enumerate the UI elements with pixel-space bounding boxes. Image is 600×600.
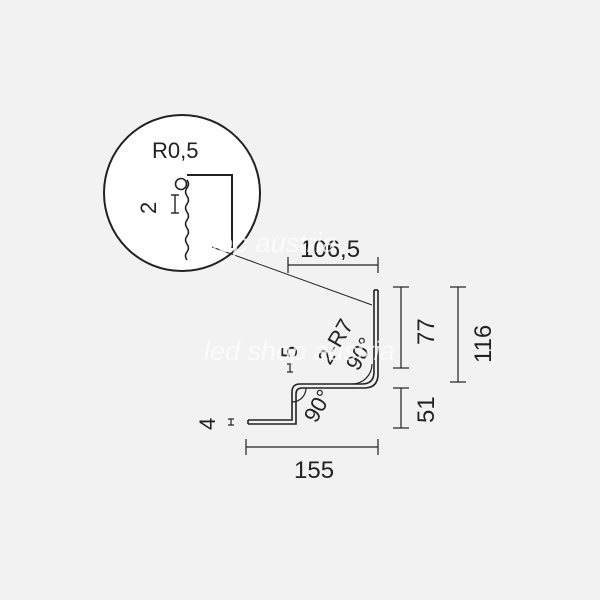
dim-step-5-label: 5 — [277, 346, 302, 358]
dim-top-width — [287, 257, 379, 273]
radius-marker — [174, 177, 188, 191]
dim-bottom-width-label: 155 — [294, 457, 334, 484]
radius-label: R0,5 — [152, 138, 198, 163]
detail-break-line — [184, 179, 190, 261]
dim-lower-height-label: 51 — [413, 396, 440, 423]
dim-upper-height-label: 77 — [413, 318, 440, 345]
dim-step-4-label: 4 — [195, 418, 220, 430]
detail-view: R0,5 2 — [103, 114, 261, 272]
angle-arc-lower — [291, 387, 307, 403]
dim-total-height — [450, 286, 466, 383]
dim-top-width-label: 106,5 — [300, 236, 360, 263]
detail-leader-line — [211, 246, 373, 306]
dim-total-height-label: 116 — [470, 325, 497, 363]
watermark-top: led shop austria — [146, 228, 337, 258]
dim-bottom-width — [245, 439, 379, 455]
detail-profile-edge — [187, 174, 233, 248]
angle-lower-label: 90° — [299, 385, 337, 426]
watermark-middle: led shop austria — [204, 336, 395, 366]
dim-upper-height — [393, 286, 409, 369]
dim-step-4 — [228, 418, 234, 426]
main-profile — [247, 289, 379, 425]
dim-step-5 — [287, 363, 293, 373]
angle-arc-upper — [351, 363, 373, 385]
thickness-label: 2 — [136, 202, 161, 214]
dim-lower-height — [393, 387, 409, 429]
detail-circle — [103, 114, 261, 272]
